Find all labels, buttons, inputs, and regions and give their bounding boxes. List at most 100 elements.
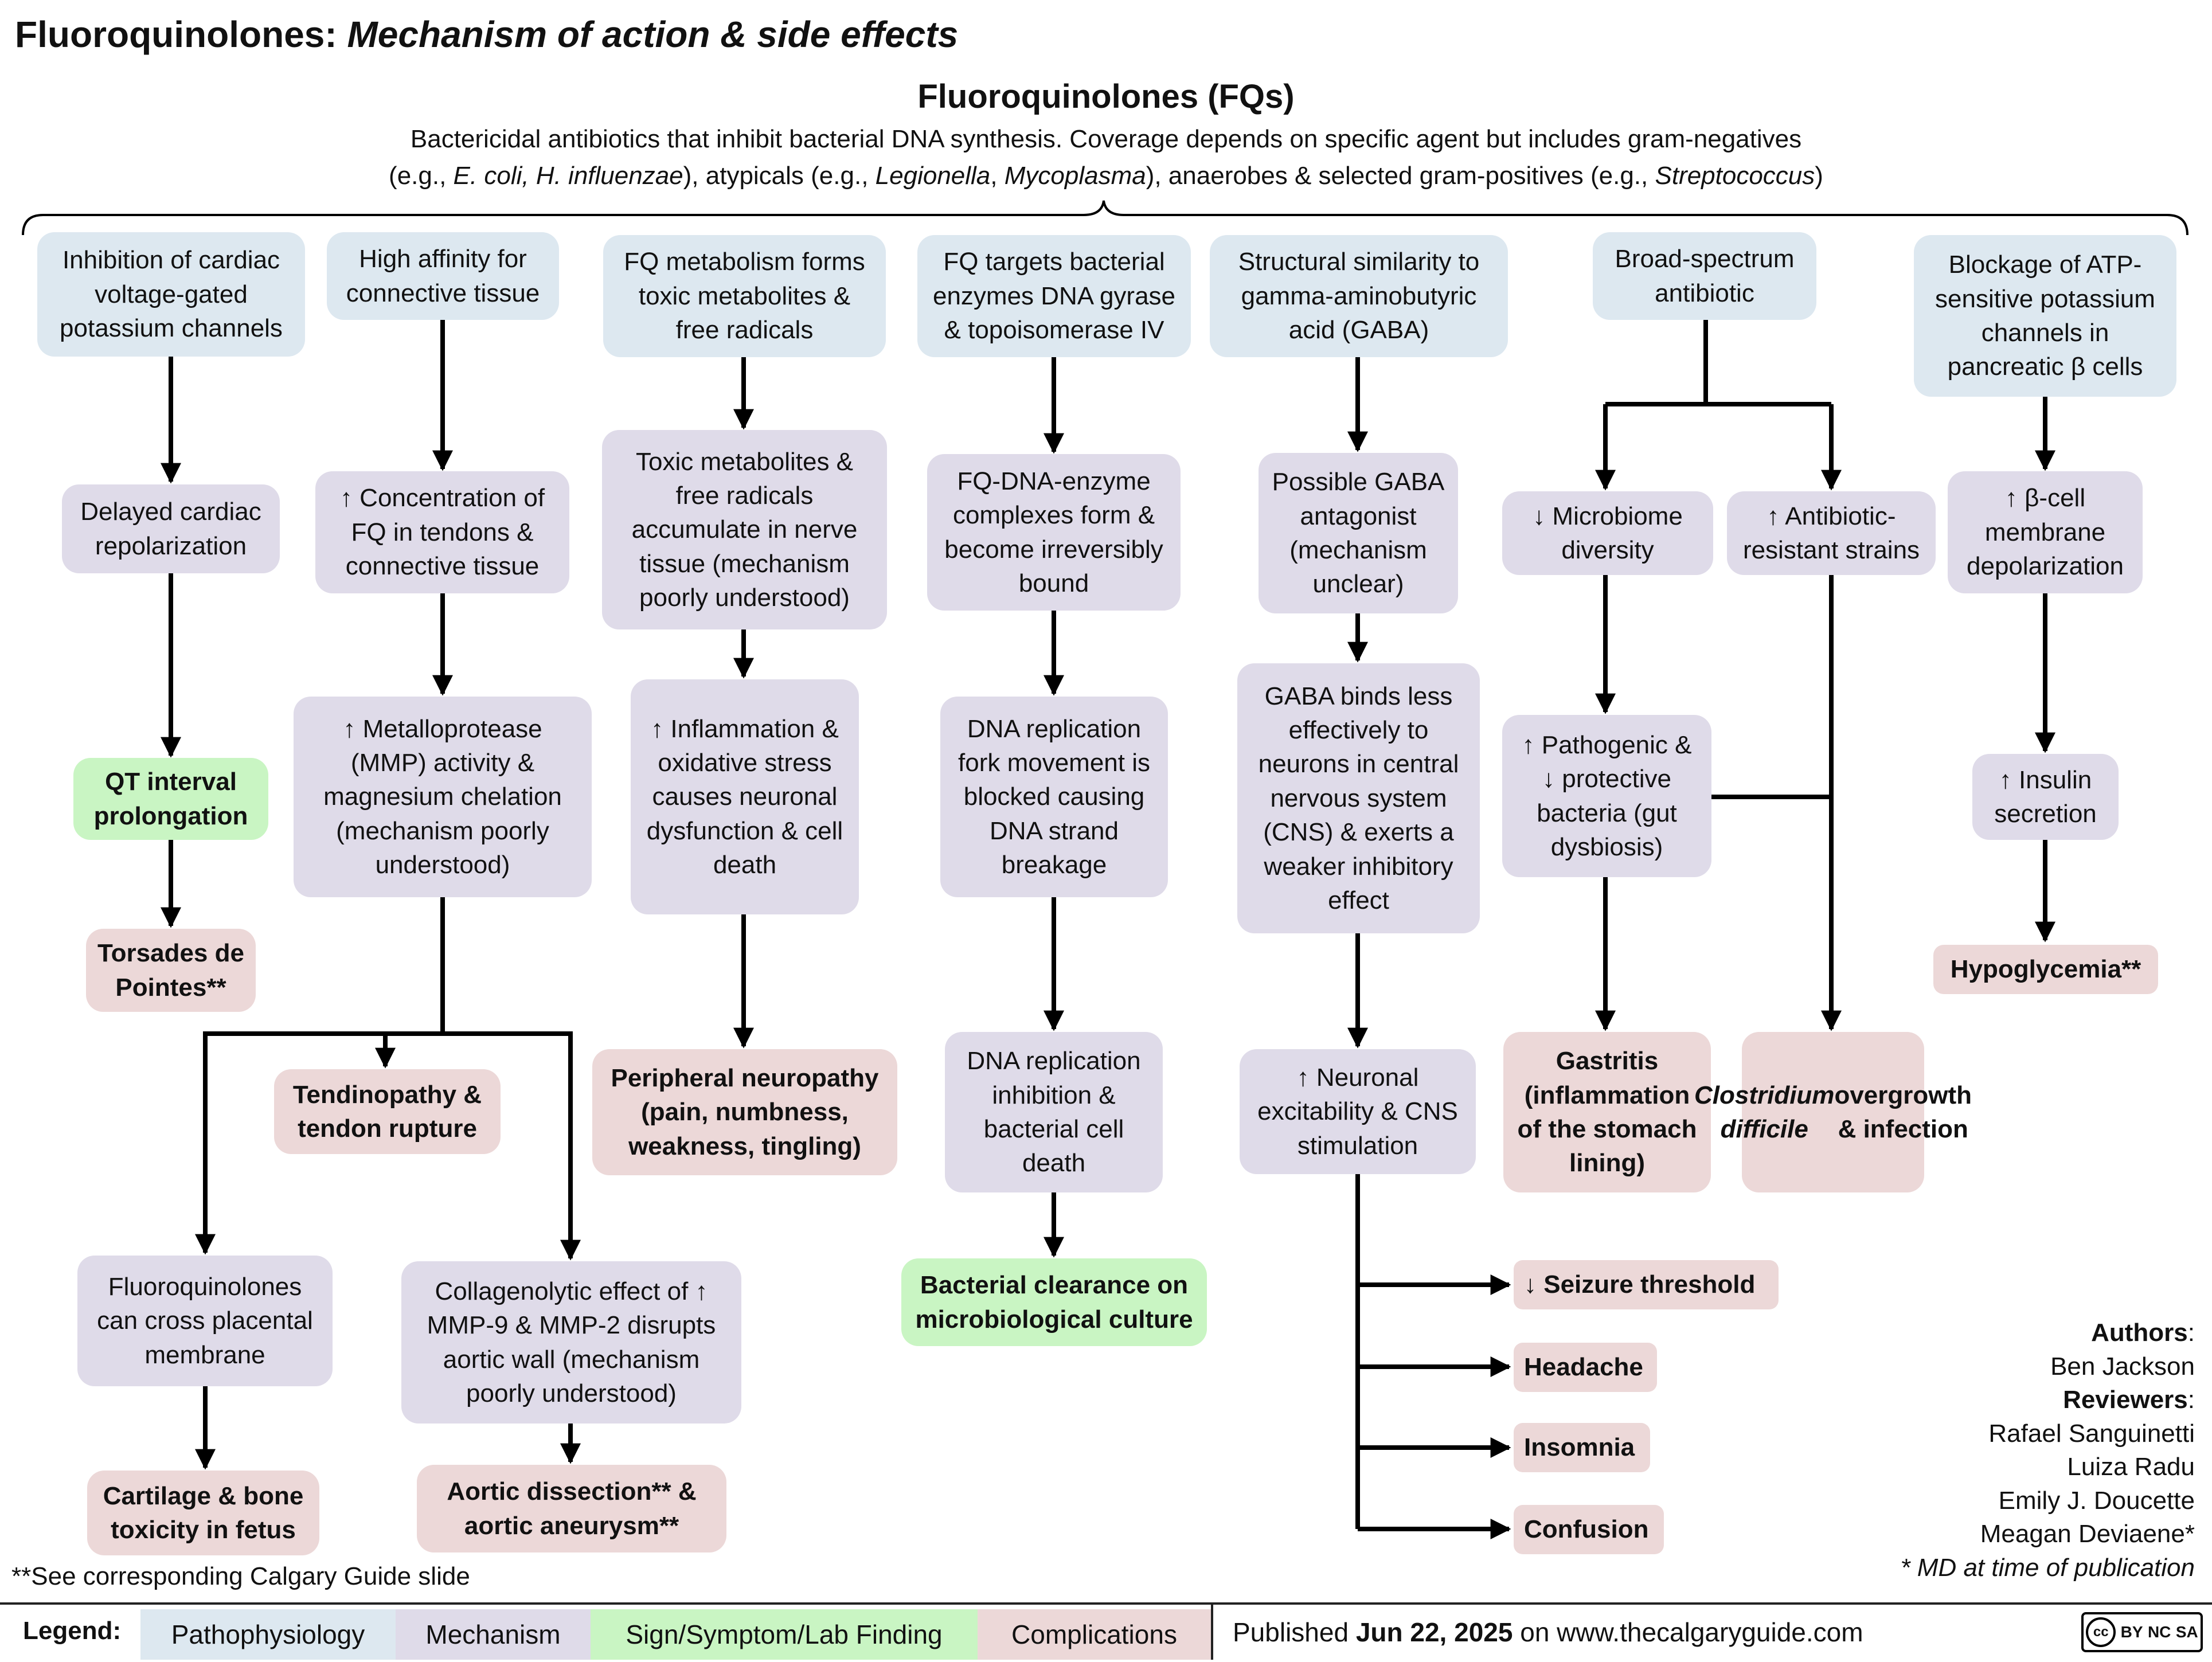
peripheral-neuropathy-box: Peripheral neuropathy (pain, numbness, w… [592, 1049, 897, 1175]
cc-icon: cc [2086, 1617, 2116, 1647]
box-label: Bacterial clearance on microbiological c… [915, 1271, 1193, 1333]
box-label: ↑ Inflammation & oxidative stress causes… [646, 714, 843, 879]
box-label: Collagenolytic effect of ↑ MMP-9 & MMP-2… [427, 1277, 716, 1407]
box-label: FQ targets bacterial enzymes DNA gyrase … [932, 248, 1176, 345]
legend-divider [1211, 1605, 1213, 1660]
box-label: overgrowth & infection [1834, 1081, 1972, 1143]
legend-sign-symptom: Sign/Symptom/Lab Finding [591, 1609, 978, 1660]
gaba-binding-box: GABA binds less effectively to neurons i… [1237, 663, 1480, 933]
title-main: Fluoroquinolones: [15, 14, 337, 55]
collagenolytic-effect-box: Collagenolytic effect of ↑ MMP-9 & MMP-2… [401, 1261, 741, 1424]
headache-box: Headache [1514, 1343, 1657, 1392]
desc-organism: Streptococcus [1655, 162, 1815, 190]
placental-crossing-box: Fluoroquinolones can cross placental mem… [77, 1256, 333, 1386]
box-label: DNA replication fork movement is blocked… [958, 714, 1150, 879]
box-label: Possible GABA antagonist (mechanism uncl… [1272, 468, 1445, 599]
atp-channel-blockage-box: Blockage of ATP-sensitive potassium chan… [1914, 235, 2176, 397]
gastritis-box: Gastritis (inflammation of the stomach l… [1503, 1032, 1711, 1192]
md-note: * MD at time of publication [1900, 1553, 2195, 1582]
insulin-secretion-box: ↑ Insulin secretion [1972, 754, 2119, 840]
box-label: Gastritis (inflammation of the stomach l… [1517, 1047, 1697, 1178]
box-label: ↑ β-cell membrane depolarization [1967, 484, 2124, 581]
box-label: Toxic metabolites & free radicals accumu… [631, 447, 858, 612]
aortic-dissection-box: Aortic dissection** & aortic aneurysm** [417, 1465, 726, 1552]
cc-by-icon: BY [2120, 1623, 2143, 1641]
box-label: Blockage of ATP-sensitive potassium chan… [1935, 251, 2155, 381]
title-sub: Mechanism of action & side effects [347, 14, 959, 55]
insomnia-box: Insomnia [1514, 1423, 1650, 1472]
fq-concentration-box: ↑ Concentration of FQ in tendons & conne… [315, 471, 569, 593]
box-label: Delayed cardiac repolarization [80, 498, 261, 560]
box-label: Cartilage & bone toxicity in fetus [103, 1481, 304, 1544]
neuronal-inflammation-box: ↑ Inflammation & oxidative stress causes… [631, 679, 859, 914]
desc-text: ), atypicals (e.g., [683, 162, 876, 190]
legend-bar [0, 1602, 2212, 1662]
desc-text: (e.g., [389, 162, 454, 190]
box-label: FQ-DNA-enzyme complexes form & become ir… [944, 467, 1163, 597]
box-label: Broad-spectrum antibiotic [1615, 245, 1795, 307]
box-label: Structural similarity to gamma-aminobuty… [1238, 248, 1480, 345]
box-label: Inhibition of cardiac voltage-gated pota… [60, 246, 283, 343]
legend-complications: Complications [978, 1609, 1211, 1660]
reviewer-name: Meagan Deviaene* [1980, 1520, 2195, 1548]
legend-pathophysiology: Pathophysiology [140, 1609, 396, 1660]
box-label: ↑ Metalloprotease (MMP) activity & magne… [323, 714, 562, 879]
box-label: Tendinopathy & tendon rupture [292, 1080, 482, 1143]
diagram-heading: Fluoroquinolones (FQs) [917, 78, 1295, 115]
authors-label: Authors [2091, 1319, 2188, 1347]
box-label: ↓ Seizure threshold [1524, 1270, 1756, 1299]
box-label: ↑ Neuronal excitability & CNS stimulatio… [1257, 1063, 1458, 1160]
cardiac-channel-inhibition-box: Inhibition of cardiac voltage-gated pota… [37, 232, 305, 357]
cdiff-name: Clostridium difficile [1694, 1081, 1835, 1143]
author-name: Ben Jackson [2050, 1352, 2195, 1381]
box-label: Insomnia [1524, 1433, 1635, 1462]
box-label: Confusion [1524, 1515, 1649, 1544]
beta-cell-depolarization-box: ↑ β-cell membrane depolarization [1948, 471, 2143, 593]
toxic-metabolites-box: FQ metabolism forms toxic metabolites & … [603, 235, 886, 357]
box-label: Hypoglycemia** [1950, 955, 2141, 984]
reviewer-name: Luiza Radu [2067, 1453, 2195, 1481]
seizure-threshold-box: ↓ Seizure threshold [1514, 1260, 1779, 1309]
box-label: Torsades de Pointes** [97, 939, 244, 1002]
overview-brace [22, 200, 2188, 236]
desc-organism: Mycoplasma [1004, 162, 1146, 190]
desc-organism: E. coli, H. influenzae [453, 162, 683, 190]
qt-prolongation-box: QT interval prolongation [73, 758, 268, 840]
authors-block: Authors: Ben Jackson Reviewers: Rafael S… [1900, 1316, 2195, 1585]
bacterial-clearance-box: Bacterial clearance on microbiological c… [901, 1258, 1207, 1346]
box-label: ↑ Antibiotic-resistant strains [1742, 502, 1920, 564]
box-label: Peripheral neuropathy (pain, numbness, w… [611, 1063, 879, 1160]
gaba-antagonist-box: Possible GABA antagonist (mechanism uncl… [1259, 453, 1458, 613]
box-label: GABA binds less effectively to neurons i… [1258, 682, 1459, 914]
cc-sa-icon: SA [2175, 1623, 2198, 1641]
description-line-1: Bactericidal antibiotics that inhibit ba… [410, 125, 1802, 153]
publication-note: Published Jun 22, 2025 on www.thecalgary… [1233, 1617, 1863, 1648]
delayed-repolarization-box: Delayed cardiac repolarization [62, 484, 280, 573]
legend-mechanism: Mechanism [396, 1609, 591, 1660]
resistant-strains-box: ↑ Antibiotic-resistant strains [1727, 491, 1936, 575]
reviewer-name: Emily J. Doucette [1998, 1486, 2195, 1515]
enzyme-complex-box: FQ-DNA-enzyme complexes form & become ir… [927, 454, 1181, 611]
hypoglycemia-box: Hypoglycemia** [1933, 945, 2158, 994]
broad-spectrum-box: Broad-spectrum antibiotic [1593, 232, 1816, 320]
box-label: ↑ Pathogenic & ↓ protective bacteria (gu… [1522, 730, 1692, 861]
torsades-box: Torsades de Pointes** [86, 929, 256, 1012]
confusion-box: Confusion [1514, 1505, 1664, 1554]
box-label: High affinity for connective tissue [346, 245, 540, 307]
desc-text: , [990, 162, 1005, 190]
box-label: Headache [1524, 1353, 1643, 1382]
replication-fork-box: DNA replication fork movement is blocked… [940, 697, 1168, 897]
box-label: ↑ Insulin secretion [1994, 765, 2097, 828]
cc-nc-icon: NC [2147, 1623, 2171, 1641]
gaba-similarity-box: Structural similarity to gamma-aminobuty… [1210, 235, 1508, 357]
creative-commons-icon: cc BY NC SA [2081, 1612, 2203, 1652]
mmp-activity-box: ↑ Metalloprotease (MMP) activity & magne… [294, 697, 592, 897]
footnote: **See corresponding Calgary Guide slide [11, 1562, 470, 1590]
microbiome-diversity-box: ↓ Microbiome diversity [1502, 491, 1713, 575]
box-label: FQ metabolism forms toxic metabolites & … [624, 248, 865, 345]
box-label: ↑ Concentration of FQ in tendons & conne… [339, 484, 545, 581]
desc-text: ) [1815, 162, 1823, 190]
published-text: on www.thecalgaryguide.com [1513, 1617, 1863, 1647]
